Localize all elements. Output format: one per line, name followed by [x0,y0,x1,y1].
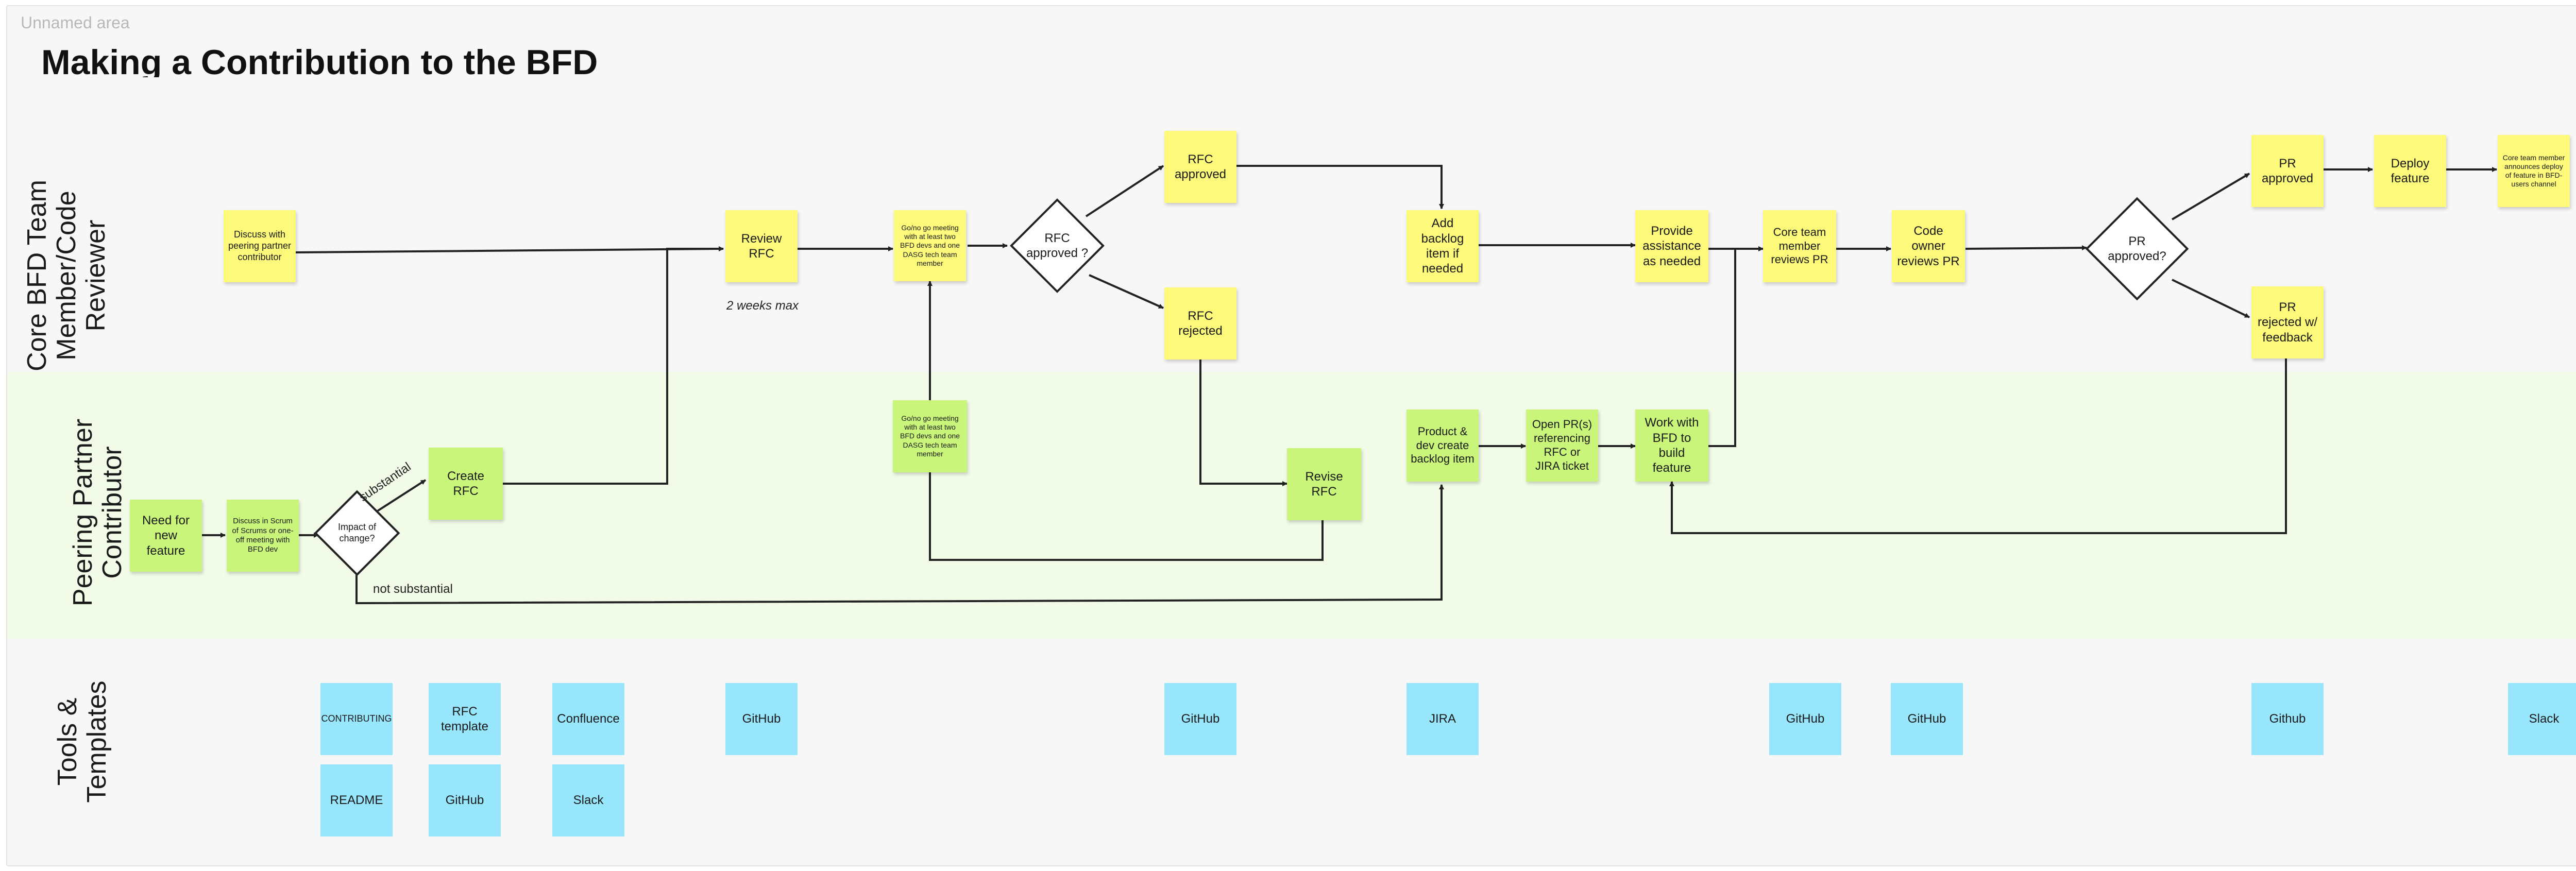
tool-contributing[interactable]: CONTRIBUTING [320,683,393,755]
step-rfc-approved[interactable]: RFC approved [1164,131,1236,203]
step-pr-approved[interactable]: PR approved [2251,135,2324,207]
step-pr-rejected[interactable]: PR rejected w/ feedback [2251,286,2324,358]
step-gono-meeting-peer[interactable]: Go/no go meeting with at least two BFD d… [893,400,967,472]
decision-rfc-approved[interactable]: RFC approved ? [1010,198,1105,293]
area-label: Unnamed area [21,13,130,32]
connector-pr-decision-to-approved [2171,173,2250,220]
decision-impact-label: Impact of change? [337,522,377,543]
page-title: Making a Contribution to the BFD [41,43,598,82]
step-gono-meeting-core[interactable]: Go/no go meeting with at least two BFD d… [894,210,966,281]
step-create-rfc[interactable]: Create RFC [429,448,503,520]
tool-github-core-pr[interactable]: GitHub [1769,683,1841,755]
decision-rfc-label: RFC approved ? [1026,231,1089,260]
tool-github-owner-pr[interactable]: GitHub [1891,683,1963,755]
step-open-pr[interactable]: Open PR(s) referencing RFC or JIRA ticke… [1526,409,1598,482]
step-discuss-scrum[interactable]: Discuss in Scrum of Scrums or one-off me… [227,500,299,572]
step-need-feature[interactable]: Need for new feature [130,500,202,572]
connector-pr-rejected-to-work [1669,357,2287,534]
step-work-with-bfd[interactable]: Work with BFD to build feature [1635,409,1708,482]
connector-rejected-to-revise [1199,360,1287,486]
tool-confluence[interactable]: Confluence [552,683,624,755]
step-core-member-reviews-pr[interactable]: Core team member reviews PR [1763,210,1836,282]
step-review-rfc[interactable]: Review RFC [725,210,798,282]
step-deploy-feature[interactable]: Deploy feature [2374,135,2446,207]
connector-create-to-review [503,246,724,485]
step-rfc-rejected[interactable]: RFC rejected [1164,287,1236,360]
annotation-not-substantial: not substantial [373,582,453,596]
tool-readme[interactable]: README [320,764,393,836]
connector-revise-loop-to-gono-peer [927,450,1324,561]
connector-decision-to-approved [1085,165,1164,217]
connector-not-substantial-to-product [355,484,1444,605]
connector-work-to-core-review [1708,246,1764,447]
step-revise-rfc[interactable]: Revise RFC [1287,448,1361,520]
annotation-two-weeks-max: 2 weeks max [726,299,799,313]
step-product-dev-backlog[interactable]: Product & dev create backlog item [1406,409,1479,482]
decision-pr-approved[interactable]: PR approved? [2085,197,2189,301]
connector-substantial-to-create [374,479,427,514]
tool-github-review[interactable]: GitHub [725,683,798,755]
step-provide-assistance[interactable]: Provide assistance as needed [1635,210,1708,282]
tool-github-approved[interactable]: Github [2251,683,2324,755]
tool-rfc-template[interactable]: RFC template [429,683,501,755]
connector-owner-to-pr-decision [1965,245,2087,251]
connector-decision-to-rejected [1089,274,1164,309]
connector-pr-decision-to-rejected [2172,279,2250,318]
step-discuss-peering-partner[interactable]: Discuss with peering partner contributor [224,210,296,282]
tool-github-rfc[interactable]: GitHub [1164,683,1236,755]
tool-slack[interactable]: Slack [552,764,624,836]
step-code-owner-reviews-pr[interactable]: Code owner reviews PR [1892,210,1965,282]
tool-github[interactable]: GitHub [429,764,501,836]
connector-discuss-peering-to-review [295,246,724,253]
decision-pr-label: PR approved? [2108,234,2166,263]
connector-approved-to-backlog [1236,165,1444,209]
decision-impact-of-change[interactable]: Impact of change? [314,490,400,576]
step-add-backlog-item[interactable]: Add backlog item if needed [1406,210,1479,282]
tool-jira[interactable]: JIRA [1406,683,1479,755]
step-announce-deploy[interactable]: Core team member announces deploy of fea… [2498,135,2570,207]
tool-slack-announce[interactable]: Slack [2508,683,2576,755]
